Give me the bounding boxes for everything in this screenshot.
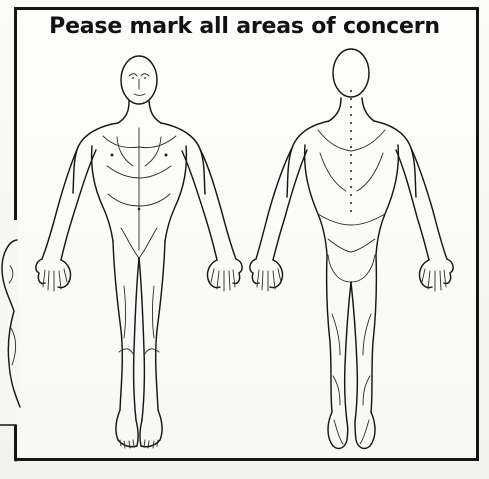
cropped-profile-sketch xyxy=(2,240,20,407)
scan-frame-notch xyxy=(0,425,16,461)
front-body-figure[interactable] xyxy=(36,56,242,448)
back-body-figure[interactable] xyxy=(250,49,453,448)
